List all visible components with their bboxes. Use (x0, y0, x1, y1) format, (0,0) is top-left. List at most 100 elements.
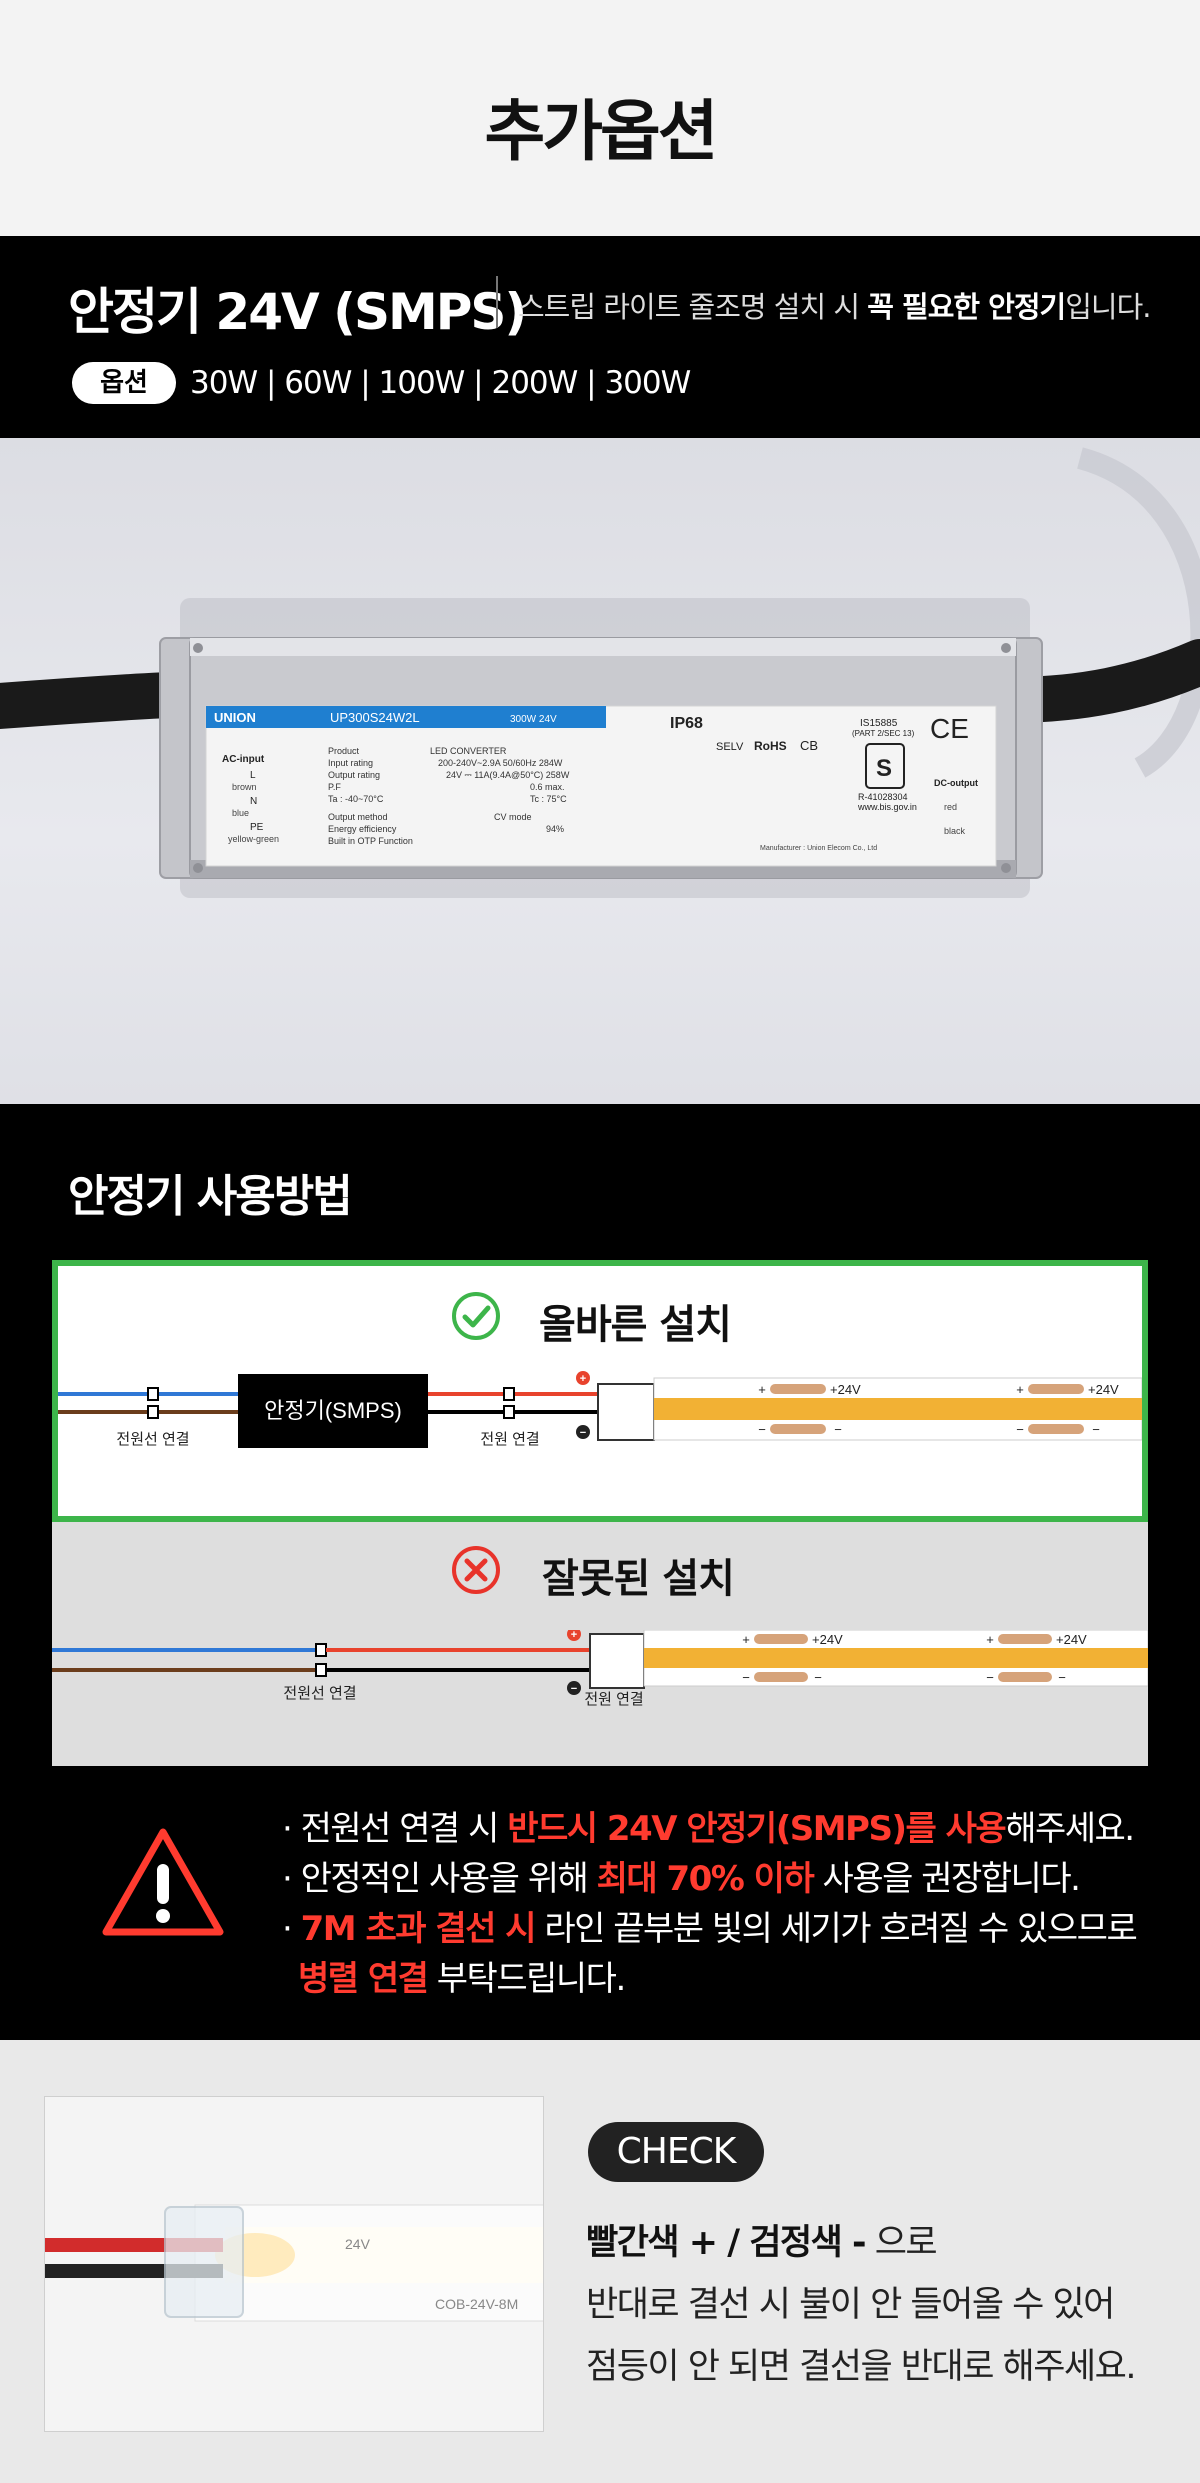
spec-val-4: Tc : 75°C (530, 794, 567, 804)
negative-terminal-icon (567, 1681, 581, 1695)
pad-24v-label: +24V (1088, 1382, 1119, 1397)
pad-minus-sign: − (742, 1670, 750, 1685)
spec-val-6: 94% (546, 824, 564, 834)
check-line-3: 점등이 안 되면 결선을 반대로 해주세요. (586, 2347, 1136, 2387)
warning-line-1: · 전원선 연결 시 반드시 24V 안정기(SMPS)를 사용해주세요. (282, 1804, 1136, 1854)
product-tagline: 스트립 라이트 줄조명 설치 시 꼭 필요한 안정기입니다. (518, 284, 1151, 326)
label-blue: blue (232, 808, 249, 818)
option-list: 30W | 60W | 100W | 200W | 300W (190, 365, 691, 401)
correct-install-panel: 올바른 설치 전원선 연결 안정기(SMPS) 전원 연결 + − + (52, 1260, 1148, 1522)
positive-terminal-icon (567, 1630, 581, 1641)
copper-pad (770, 1424, 826, 1434)
spec-key-5: Output method (328, 812, 388, 822)
spec-val-0: LED CONVERTER (430, 746, 507, 756)
page-title: 추가옵션 (484, 93, 719, 170)
mains-connector (147, 1405, 159, 1419)
label-r-code: R-41028304 (858, 792, 908, 802)
pad-minus-sign: − (1058, 1670, 1066, 1685)
copper-pad (1028, 1424, 1084, 1434)
pad-minus-sign: − (1016, 1422, 1024, 1437)
warning-text: 라인 끝부분 빛의 세기가 흐려질 수 있으므로 (535, 1909, 1137, 1949)
copper-pad (754, 1634, 808, 1644)
label-dc-output: DC-output (934, 778, 978, 788)
header-divider (496, 276, 498, 328)
pad-plus-sign: + (1016, 1382, 1024, 1397)
label-n: N (250, 796, 257, 807)
pad-minus-sign: − (758, 1422, 766, 1437)
pad-24v-label: +24V (1056, 1632, 1087, 1647)
check-text: 으로 (865, 2223, 938, 2263)
pad-minus-sign: − (814, 1670, 822, 1685)
copper-pad (770, 1384, 826, 1394)
label-brand: UNION (214, 710, 256, 725)
smps-label: 안정기(SMPS) (264, 1398, 402, 1423)
warning-text: 부탁드립니다. (427, 1959, 627, 1999)
spec-val-3: 0.6 max. (530, 782, 565, 792)
ce-mark-icon: CE (930, 713, 969, 744)
screw-icon (193, 643, 203, 653)
product-photo: UNION UP300S24W2L 300W 24V IP68 AC-input… (0, 438, 1200, 1104)
spec-key-7: Built in OTP Function (328, 836, 413, 846)
tagline-highlight: 꼭 필요한 안정기 (867, 290, 1066, 324)
clip-connector (164, 2206, 244, 2318)
pad-plus-sign: + (986, 1632, 994, 1647)
smps-box (238, 1374, 428, 1448)
correct-install-title: 올바른 설치 (539, 1302, 732, 1348)
check-line-2: 반대로 결선 시 불이 안 들어올 수 있어 (586, 2285, 1115, 2325)
label-l: L (250, 770, 256, 781)
direct-connector (315, 1643, 327, 1657)
product-name: 안정기 24V (SMPS) (68, 283, 527, 341)
warning-highlight: 최대 70% 이하 (596, 1859, 815, 1899)
bis-mark-icon (865, 743, 905, 789)
label-bis-url: www.bis.gov.in (857, 802, 917, 812)
title-section: 추가옵션 (0, 0, 1200, 236)
warning-highlight: 반드시 24V 안정기(SMPS)를 사용 (507, 1809, 1006, 1849)
check-line-1: 빨간색 + / 검정색 - 으로 (586, 2212, 1135, 2274)
check-badge: CHECK (588, 2122, 764, 2182)
wrong-install-panel: 잘못된 설치 전원선 연결 + − 전원 연결 + +24V − − (52, 1522, 1148, 1766)
negative-terminal-icon (576, 1425, 590, 1439)
label-rohs: RoHS (754, 739, 787, 753)
label-model: UP300S24W2L (330, 710, 420, 725)
check-circle-icon (452, 1292, 500, 1340)
strip-connector (597, 1383, 655, 1441)
copper-pad (998, 1634, 1052, 1644)
option-badge: 옵션 (72, 362, 176, 404)
label-cb: CB (800, 738, 818, 753)
label-ac-input: AC-input (222, 754, 265, 765)
background-cable (1076, 447, 1200, 778)
mains-connect-label: 전원선 연결 (283, 1685, 356, 1702)
label-red: red (944, 802, 957, 812)
warning-line-4: 병렬 연결 부탁드립니다. (282, 1954, 1136, 2004)
pad-minus-sign: − (1092, 1422, 1100, 1437)
copper-pad (1028, 1384, 1084, 1394)
positive-terminal-sign: + (580, 1373, 586, 1385)
strip-model-print: COB-24V-8M (435, 2296, 518, 2312)
tagline-text-1: 스트립 라이트 줄조명 설치 시 (518, 290, 868, 324)
label-manufacturer: Manufacturer : Union Elecom Co., Ltd (760, 845, 877, 852)
negative-terminal-sign: − (571, 1683, 577, 1695)
spec-key-1: Input rating (328, 758, 373, 768)
pad-minus-sign: − (834, 1422, 842, 1437)
connector-photo-illustration: 24V COB-24V-8M (45, 2097, 543, 2431)
warning-highlight: 병렬 연결 (298, 1959, 429, 1999)
usage-title: 안정기 사용방법 (68, 1171, 353, 1222)
copper-pad (998, 1672, 1052, 1682)
power-connect-label: 전원 연결 (584, 1691, 643, 1708)
spec-val-5: CV mode (494, 812, 532, 822)
warning-highlight: 7M 초과 결선 시 (300, 1909, 537, 1949)
label-blue-stripe (206, 706, 606, 728)
screw-icon (1001, 643, 1011, 653)
screw-icon (1001, 863, 1011, 873)
pad-plus-sign: + (758, 1382, 766, 1397)
label-is-code: IS15885 (860, 718, 898, 729)
spec-keys: Product Input rating Output rating P.F T… (328, 746, 413, 846)
negative-terminal-sign: − (580, 1427, 586, 1439)
pad-24v-label: +24V (830, 1382, 861, 1397)
mains-connect-label: 전원선 연결 (116, 1431, 189, 1448)
check-highlight: 빨간색 + / 검정색 - (586, 2223, 867, 2263)
spec-val-2: 24V ⎓ 11A(9.4A@50°C) 258W (446, 770, 570, 780)
spec-key-4: Ta : -40~70°C (328, 794, 384, 804)
label-yellow-green: yellow-green (228, 834, 279, 844)
check-section: 24V COB-24V-8M CHECK 빨간색 + / 검정색 - 으로 반대… (0, 2040, 1200, 2483)
